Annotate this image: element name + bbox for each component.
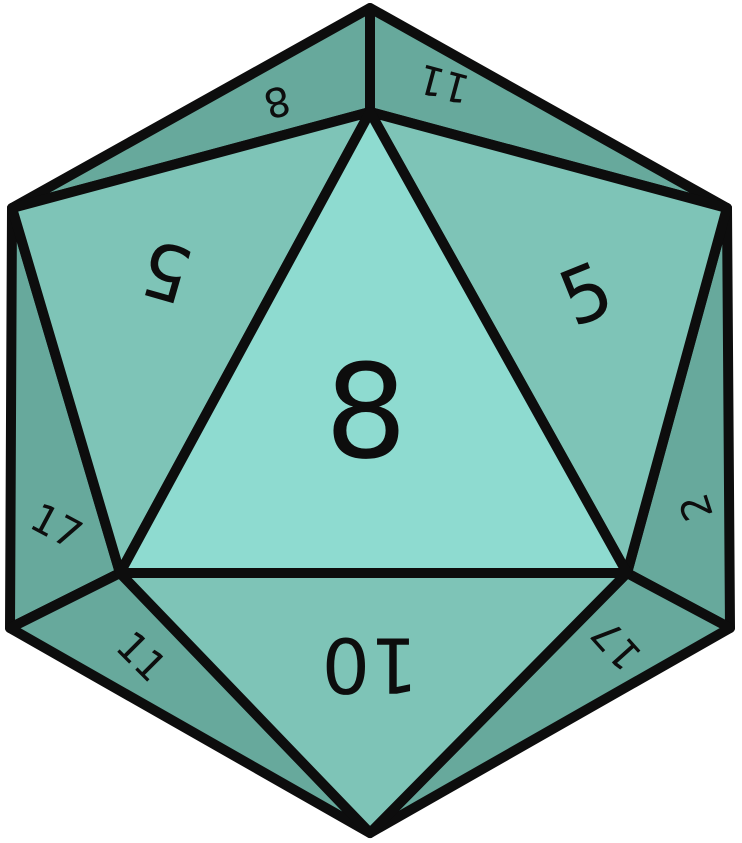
- die-faces: [5, 3, 735, 838]
- face-bottom-number: 10: [322, 621, 419, 710]
- face-center: [115, 107, 632, 578]
- face-center-number: 8: [325, 336, 408, 488]
